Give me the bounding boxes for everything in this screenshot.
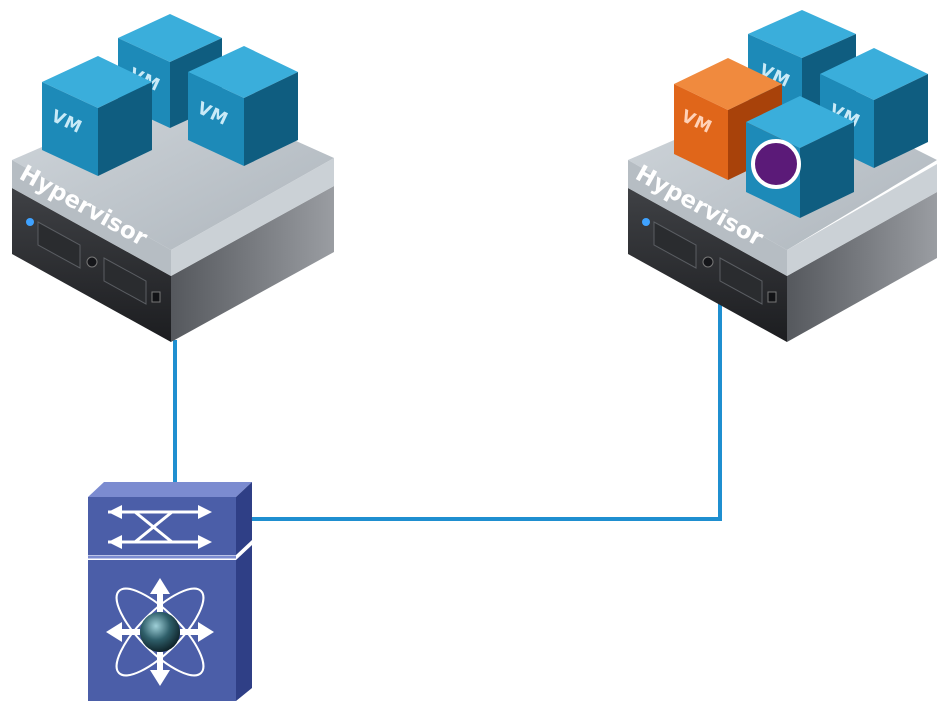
- vm-cube-1-left: VM: [42, 56, 152, 176]
- link-switch-to-host2: [246, 300, 722, 521]
- nexus-switch-icon: [88, 482, 252, 701]
- network-links: [173, 300, 722, 521]
- vm-badge-icon: [751, 139, 801, 189]
- host-1: Hypervisor VM VM VM: [12, 14, 334, 342]
- vm-cube-2-front: [746, 96, 854, 218]
- vm-cube-1-right: VM: [188, 46, 298, 166]
- host-2: Hypervisor VM VM VM: [628, 10, 937, 342]
- crossbar-icon: [108, 505, 212, 549]
- atom-icon: [106, 578, 214, 686]
